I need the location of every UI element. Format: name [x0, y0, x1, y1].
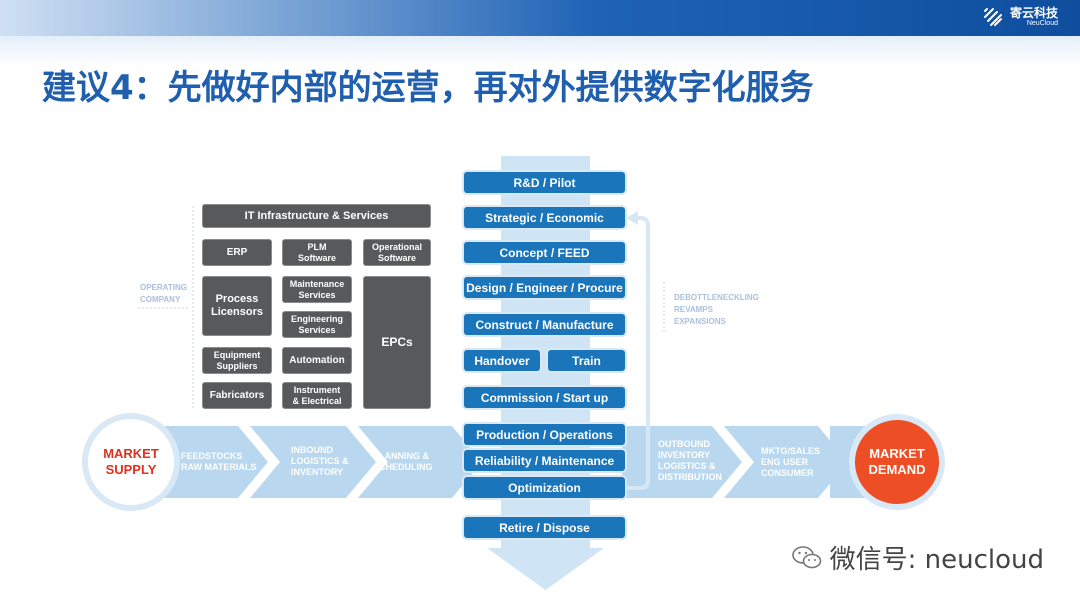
eng-line1: Engineering [290, 313, 343, 324]
epcs-box: EPCs [364, 277, 430, 408]
inb-line1: INBOUND [291, 445, 333, 455]
demand-line1: MARKET [869, 446, 925, 461]
stage-train: Train [548, 350, 625, 371]
header-fade [0, 36, 1080, 66]
feed-line1: FEEDSTOCKS [181, 451, 243, 461]
logo-en: NeuCloud [1026, 19, 1058, 27]
maint-line2: Services [298, 289, 336, 300]
stage-production-operations: Production / Operations [464, 424, 625, 445]
debottleneck-line3: EXPANSIONS [674, 317, 726, 326]
plan-line1: PLANNING & [373, 451, 429, 461]
out-line1: OUTBOUND [658, 439, 710, 449]
feedback-loop-arrow [626, 216, 650, 490]
page-title: 建议4：先做好内部的运营，再对外提供数字化服务 [42, 68, 814, 108]
feedstocks-text: FEEDSTOCKS RAW MATERIALS [181, 451, 256, 473]
operating-company-label: OPERATING COMPANY [140, 282, 187, 306]
debottleneck-line2: REVAMPS [674, 305, 713, 314]
operating-label-line1: OPERATING [140, 283, 187, 292]
stage-retire-dispose: Retire / Dispose [464, 517, 625, 538]
plan-line2: SCHEDULING [373, 462, 433, 472]
watermark-text: 微信号: neucloud [829, 545, 1044, 575]
market-supply-text: MARKET SUPPLY [92, 446, 170, 478]
out-line4: DISTRIBUTION [658, 472, 722, 482]
stage-commission-startup: Commission / Start up [464, 387, 625, 408]
eng-line2: Services [298, 324, 336, 335]
instr-line1: Instrument [293, 384, 341, 395]
demand-line2: DEMAND [868, 462, 926, 477]
mktg-sales-text: MKTG/SALES ENG USER CONSUMER [761, 446, 820, 479]
stage-construct-manufacture: Construct / Manufacture [464, 314, 625, 335]
logo-cn: 寄云科技 [1009, 5, 1058, 20]
plm-line1: PLM [307, 241, 327, 252]
stage-reliability-maintenance: Reliability / Maintenance [464, 450, 625, 471]
out-line3: LOGISTICS & [658, 461, 716, 471]
debottleneck-line1: DEBOTTLENECKLING [674, 293, 759, 302]
stage-concept-feed: Concept / FEED [464, 242, 625, 263]
logo-mark-icon [983, 8, 1002, 26]
proc-line2: Licensors [211, 306, 263, 318]
erp-box: ERP [203, 240, 271, 265]
mktg-line3: CONSUMER [761, 468, 814, 478]
out-line2: INVENTORY [658, 450, 711, 460]
market-supply-ring [82, 413, 180, 511]
mktg-line2: ENG USER [761, 457, 809, 467]
fabricators-box: Fabricators [203, 383, 271, 408]
operating-label-line2: COMPANY [140, 295, 181, 304]
maint-line1: Maintenance [289, 278, 345, 289]
market-demand-text: MARKET DEMAND [857, 446, 937, 478]
op-line2: Software [377, 252, 416, 263]
wechat-icon [791, 545, 821, 568]
company-logo: 寄云科技 NeuCloud [982, 6, 1058, 28]
stage-rd-pilot: R&D / Pilot [464, 172, 625, 193]
inb-line3: INVENTORY [291, 467, 344, 477]
feed-line2: RAW MATERIALS [181, 462, 257, 472]
inbound-logistics-text: INBOUND LOGISTICS & INVENTORY [291, 445, 349, 478]
instr-line2: & Electrical [292, 395, 342, 406]
supply-line1: MARKET [103, 446, 159, 461]
debottleneck-label: DEBOTTLENECKLING REVAMPS EXPANSIONS [674, 292, 759, 328]
market-demand-circle [849, 414, 945, 510]
op-line1: Operational [371, 241, 422, 252]
proc-line1: Process [215, 293, 259, 305]
equip-line2: Suppliers [216, 360, 258, 371]
stage-strategic-economic: Strategic / Economic [464, 207, 625, 228]
supply-line2: SUPPLY [105, 462, 157, 477]
plm-line2: Software [297, 252, 336, 263]
stage-handover: Handover [464, 350, 540, 371]
automation-box: Automation [283, 348, 351, 373]
equip-line1: Equipment [213, 349, 261, 360]
stage-optimization: Optimization [464, 477, 625, 498]
inb-line2: LOGISTICS & [291, 456, 349, 466]
stage-design-engineer-procure: Design / Engineer / Procure [464, 277, 625, 298]
outbound-logistics-text: OUTBOUND INVENTORY LOGISTICS & DISTRIBUT… [658, 439, 722, 483]
header-bar [0, 0, 1080, 36]
mktg-line1: MKTG/SALES [761, 446, 821, 456]
it-infrastructure-box: IT Infrastructure & Services [203, 205, 430, 227]
wechat-watermark: 微信号: neucloud [791, 539, 1044, 576]
feedback-arrowhead [626, 211, 638, 225]
planning-scheduling-text: PLANNING & SCHEDULING [373, 451, 433, 473]
instrument-electrical-box: Instrument& Electrical [283, 383, 351, 408]
